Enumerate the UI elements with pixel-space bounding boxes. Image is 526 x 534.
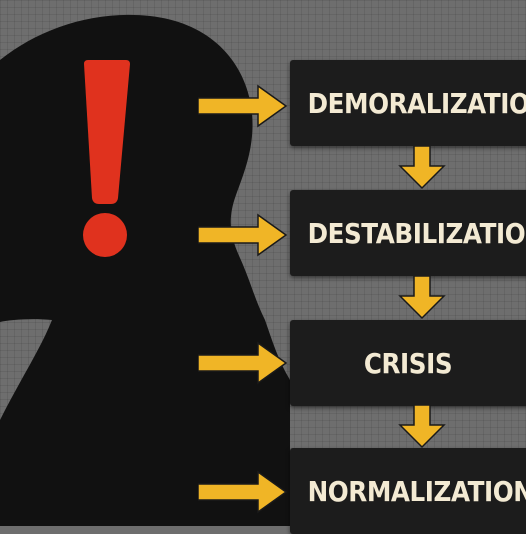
step-label-normalization: NORMALIZATION [307, 474, 526, 508]
arrow-down-icon [398, 146, 446, 190]
step-box-destabilization: DESTABILIZATION [290, 190, 526, 276]
exclamation-mark-icon [83, 60, 130, 257]
step-box-demoralization: DEMORALIZATION [290, 60, 526, 146]
step-label-demoralization: DEMORALIZATION [307, 86, 526, 120]
arrow-down-icon [398, 276, 446, 320]
arrow-right-icon [198, 341, 288, 385]
step-box-normalization: NORMALIZATION [290, 448, 526, 534]
arrow-down-icon [398, 405, 446, 449]
step-label-crisis: CRISIS [363, 346, 453, 380]
arrow-right-icon [198, 213, 288, 257]
step-label-destabilization: DESTABILIZATION [307, 216, 526, 250]
step-box-crisis: CRISIS [290, 320, 526, 406]
arrow-right-icon [198, 84, 288, 128]
arrow-right-icon [198, 470, 288, 514]
